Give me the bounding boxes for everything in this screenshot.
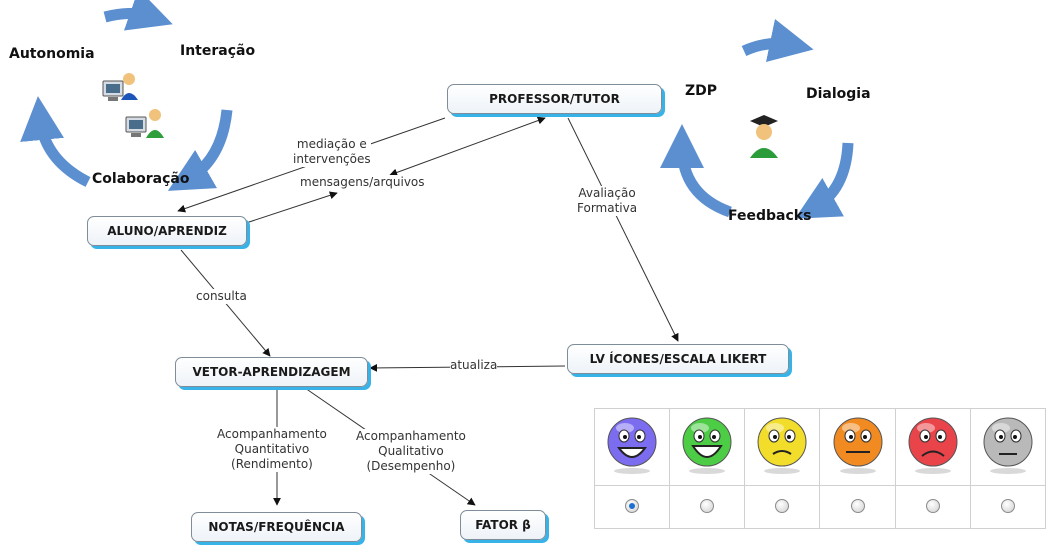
edge-label-mediacao: mediação e intervenções bbox=[293, 137, 371, 167]
angry-red-face-icon bbox=[908, 417, 958, 474]
edge-label-qualitativo: Acompanhamento Qualitativo (Desempenho) bbox=[356, 429, 466, 474]
nervous-orange-face-icon bbox=[833, 417, 883, 474]
cycle-arrow-right bbox=[167, 109, 233, 191]
likert-radio-1[interactable] bbox=[625, 498, 640, 513]
indifferent-gray-face-icon bbox=[983, 417, 1033, 474]
likert-radio-2[interactable] bbox=[700, 498, 715, 513]
edge-label-quantitativo: Acompanhamento Quantitativo (Rendimento) bbox=[217, 427, 327, 472]
likert-radio-3[interactable] bbox=[775, 498, 790, 513]
node-lv-icones-escala-likert: LV ÍCONES/ESCALA LIKERT bbox=[567, 344, 789, 374]
likert-radios-row bbox=[593, 485, 1047, 529]
right-cycle-arrows bbox=[660, 18, 854, 219]
left-cycle-arrows bbox=[20, 0, 233, 191]
cycle-label-dialogia: Dialogia bbox=[806, 86, 871, 102]
cycle-arrow-right bbox=[794, 142, 854, 219]
users-computers-icon bbox=[102, 73, 164, 138]
likert-radio-5[interactable] bbox=[925, 498, 940, 513]
edge-label-mensagens: mensagens/arquivos bbox=[300, 175, 425, 190]
likert-scale-table bbox=[593, 408, 1047, 529]
node-fator-beta: FATOR β bbox=[460, 510, 546, 540]
cycle-label-feedbacks: Feedbacks bbox=[728, 208, 812, 224]
node-vetor-aprendizagem: VETOR-APRENDIZAGEM bbox=[175, 357, 368, 387]
cycle-arrow-left bbox=[20, 96, 91, 187]
edge-label-consulta: consulta bbox=[196, 289, 247, 304]
dizzy-yellow-face-icon bbox=[757, 417, 807, 474]
cycle-label-zdp: ZDP bbox=[685, 83, 718, 99]
node-aluno-aprendiz: ALUNO/APRENDIZ bbox=[87, 216, 247, 246]
cycle-arrow-top bbox=[103, 0, 173, 31]
edge-professor-to-lv bbox=[567, 117, 679, 342]
node-notas-frequencia: NOTAS/FREQUÊNCIA bbox=[191, 512, 362, 542]
cycle-label-interacao: Interação bbox=[180, 43, 256, 59]
cycle-arrow-top bbox=[741, 18, 814, 63]
likert-faces-row bbox=[593, 408, 1047, 486]
graduate-icon bbox=[750, 115, 778, 158]
cycle-label-colaboracao: Colaboração bbox=[92, 171, 190, 187]
node-professor-tutor: PROFESSOR/TUTOR bbox=[447, 84, 662, 114]
edge-aluno-professor-mensagens bbox=[389, 116, 546, 177]
cycle-label-autonomia: Autonomia bbox=[9, 46, 95, 62]
laughing-green-face-icon bbox=[682, 417, 732, 474]
likert-radio-4[interactable] bbox=[850, 498, 865, 513]
edge-label-atualiza: atualiza bbox=[450, 358, 498, 373]
cycle-arrow-left bbox=[660, 124, 732, 218]
edge-aluno-mensagens bbox=[239, 191, 338, 227]
edge-label-avaliacao: Avaliação Formativa bbox=[577, 186, 638, 216]
likert-radio-6[interactable] bbox=[1000, 498, 1015, 513]
very-happy-purple-face-icon bbox=[607, 417, 657, 474]
